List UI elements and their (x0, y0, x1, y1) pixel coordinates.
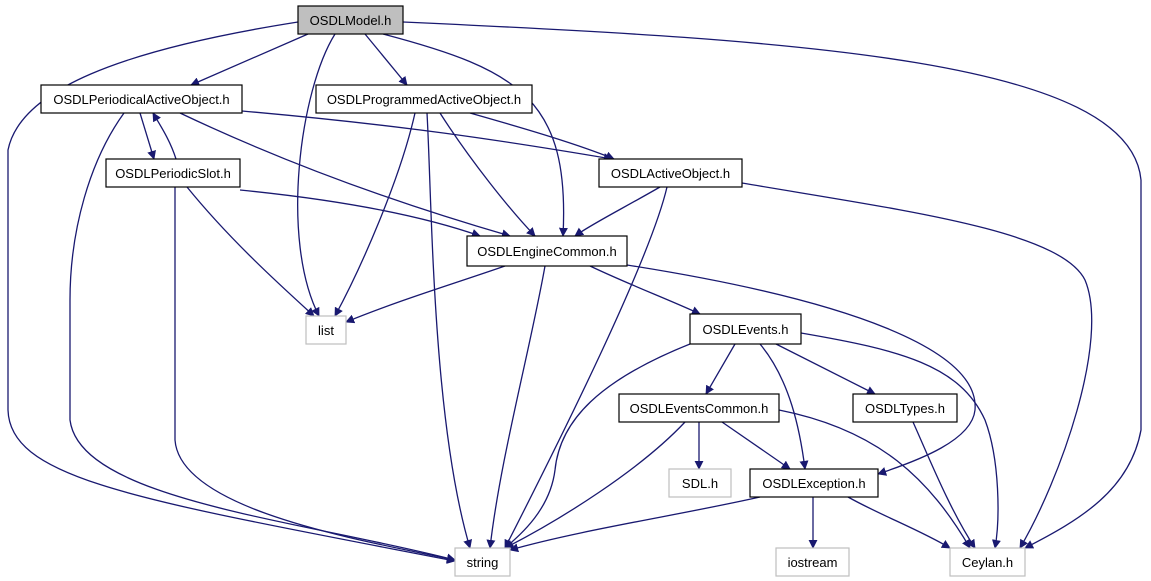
node-types[interactable]: OSDLTypes.h (852, 393, 958, 423)
edge-types-to-ceylan (912, 421, 976, 549)
edge-periodical-to-engine (179, 112, 511, 239)
edges-layer (7, 21, 1142, 564)
node-label-types: OSDLTypes.h (865, 401, 945, 416)
edge-engine-to-string (486, 265, 546, 549)
node-box-exception[interactable] (749, 468, 879, 498)
node-box-slot[interactable] (105, 158, 241, 188)
edge-events-to-exception (759, 343, 809, 470)
edge-active-to-string (504, 186, 668, 549)
edge-model-to-programmed (364, 33, 408, 86)
edge-events-to-ceylan (800, 332, 1001, 549)
node-box-engine[interactable] (466, 235, 628, 267)
edge-programmed-to-active (469, 112, 615, 161)
node-label-programmed: OSDLProgrammedActiveObject.h (327, 92, 521, 107)
node-model[interactable]: OSDLModel.h (297, 5, 404, 35)
edge-periodical-to-slot (139, 112, 156, 160)
edge-slot-to-list (186, 186, 315, 317)
edge-slot-to-engine (239, 189, 481, 238)
edge-model-to-list (297, 33, 336, 317)
node-box-model[interactable] (297, 5, 404, 35)
edge-events-to-types (775, 343, 876, 395)
node-eventscommon[interactable]: OSDLEventsCommon.h (618, 393, 780, 423)
node-label-iostream: iostream (788, 555, 838, 570)
node-box-ceylan (949, 547, 1026, 577)
edge-exception-to-ceylan (847, 496, 951, 549)
edge-programmed-to-string (426, 112, 473, 549)
node-label-ceylan: Ceylan.h (962, 555, 1013, 570)
node-label-events: OSDLEvents.h (703, 322, 789, 337)
edge-engine-to-list (345, 265, 506, 324)
edge-model-to-ceylan (402, 21, 1142, 549)
node-label-slot: OSDLPeriodicSlot.h (115, 166, 231, 181)
node-iostream: iostream (775, 547, 850, 577)
edge-eventscommon-to-ceylan (778, 409, 971, 549)
node-label-list: list (318, 323, 334, 338)
node-box-list (305, 315, 347, 345)
node-list: list (305, 315, 347, 345)
node-active[interactable]: OSDLActiveObject.h (598, 158, 743, 188)
node-events[interactable]: OSDLEvents.h (689, 313, 802, 345)
node-box-string (454, 547, 511, 577)
edge-periodical-to-active (241, 110, 613, 163)
node-string: string (454, 547, 511, 577)
node-label-sdl: SDL.h (682, 476, 718, 491)
edge-slot-to-periodical (152, 112, 177, 160)
node-box-sdl (668, 468, 732, 498)
edge-engine-to-exception (626, 264, 976, 476)
node-slot[interactable]: OSDLPeriodicSlot.h (105, 158, 241, 188)
edge-programmed-to-engine (439, 112, 536, 237)
edge-engine-to-events (589, 265, 701, 315)
node-label-active: OSDLActiveObject.h (611, 166, 730, 181)
edge-active-to-ceylan (741, 182, 1093, 549)
node-label-model: OSDLModel.h (310, 13, 392, 28)
edge-eventscommon-to-string (504, 421, 686, 549)
node-label-exception: OSDLException.h (762, 476, 865, 491)
edge-exception-to-string (509, 496, 761, 553)
edge-active-to-engine (574, 186, 661, 237)
node-box-events[interactable] (689, 313, 802, 345)
edge-events-to-eventscommon (705, 343, 736, 395)
node-label-periodical: OSDLPeriodicalActiveObject.h (53, 92, 229, 107)
edge-events-to-string (504, 343, 691, 549)
node-box-eventscommon[interactable] (618, 393, 780, 423)
node-sdl: SDL.h (668, 468, 732, 498)
node-box-types[interactable] (852, 393, 958, 423)
node-box-iostream (775, 547, 850, 577)
edge-slot-to-string (174, 187, 456, 563)
node-programmed[interactable]: OSDLProgrammedActiveObject.h (315, 84, 533, 114)
node-label-engine: OSDLEngineCommon.h (477, 244, 616, 259)
node-periodical[interactable]: OSDLPeriodicalActiveObject.h (40, 84, 243, 114)
node-engine[interactable]: OSDLEngineCommon.h (466, 235, 628, 267)
edge-programmed-to-list (334, 112, 416, 317)
node-exception[interactable]: OSDLException.h (749, 468, 879, 498)
edge-eventscommon-to-exception (721, 421, 791, 470)
node-box-periodical[interactable] (40, 84, 243, 114)
node-box-programmed[interactable] (315, 84, 533, 114)
node-box-active[interactable] (598, 158, 743, 188)
edge-model-to-periodical (190, 33, 309, 86)
node-label-string: string (467, 555, 499, 570)
edge-model-to-string (7, 21, 456, 564)
node-label-eventscommon: OSDLEventsCommon.h (630, 401, 769, 416)
node-ceylan: Ceylan.h (949, 547, 1026, 577)
